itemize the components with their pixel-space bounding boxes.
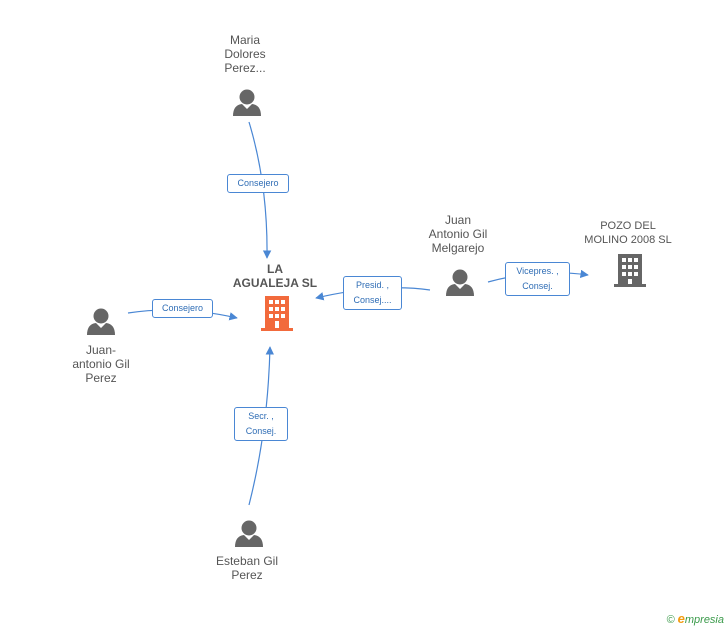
person-name-line: Juan-: [85, 343, 117, 357]
building-icon-pozo[interactable]: [614, 254, 646, 287]
person-name-line: Dolores: [224, 47, 266, 61]
person-icon-juan-antonio[interactable]: [446, 269, 474, 297]
role-box-esteban-secr[interactable]: Secr. , Consej.: [234, 407, 288, 441]
person-icon-juanantonio[interactable]: [87, 308, 115, 336]
role-box-maria-consejero[interactable]: Consejero: [227, 174, 289, 193]
person-name-line: Perez: [231, 568, 263, 582]
person-label-esteban[interactable]: Esteban Gil Perez: [197, 554, 297, 582]
brand-e-letter: e: [677, 611, 685, 626]
role-box-juan-presid[interactable]: Presid. , Consej....: [343, 276, 402, 310]
center-name-line-1: LA: [267, 262, 283, 276]
person-name-line: Antonio Gil: [428, 227, 488, 241]
person-name-line: Melgarejo: [431, 241, 485, 255]
brand-rest: mpresia: [684, 614, 724, 626]
role-text: Consejero: [237, 178, 279, 188]
person-label-juan-antonio[interactable]: Juan Antonio Gil Melgarejo: [408, 213, 508, 255]
role-text: Consej.: [522, 281, 553, 291]
role-text: Consej.: [245, 426, 277, 436]
person-label-juanantonio[interactable]: Juan- antonio Gil Perez: [51, 343, 151, 385]
role-text: Consejero: [161, 303, 204, 313]
role-text: Consej....: [353, 295, 392, 305]
person-name-line: Perez...: [224, 61, 266, 75]
company-name-line: MOLINO 2008 SL: [584, 234, 672, 246]
center-company-label[interactable]: LA AGUALEJA SL: [215, 262, 335, 290]
empresia-logo: © empresia: [666, 611, 724, 626]
person-name-line: antonio Gil: [72, 357, 130, 371]
person-icon-esteban[interactable]: [235, 520, 263, 548]
role-box-juan-vicepres[interactable]: Vicepres. , Consej.: [505, 262, 570, 296]
role-text: Secr. ,: [248, 411, 274, 421]
person-name-line: Maria: [229, 33, 260, 47]
person-icon-maria[interactable]: [233, 89, 261, 117]
person-name-line: Perez: [85, 371, 117, 385]
building-icon-center[interactable]: [261, 296, 293, 331]
person-label-maria[interactable]: Maria Dolores Perez...: [195, 33, 295, 75]
person-name-line: Esteban Gil: [215, 554, 279, 568]
center-name-line-2: AGUALEJA SL: [232, 276, 318, 290]
role-box-juanantonio-consejero[interactable]: Consejero: [152, 299, 213, 318]
person-name-line: Juan: [444, 213, 472, 227]
role-text: Presid. ,: [355, 280, 389, 290]
role-text: Vicepres. ,: [516, 266, 559, 276]
copyright-symbol: ©: [666, 614, 675, 626]
company-label-pozo[interactable]: POZO DEL MOLINO 2008 SL: [572, 219, 684, 247]
company-name-line: POZO DEL: [600, 220, 656, 232]
